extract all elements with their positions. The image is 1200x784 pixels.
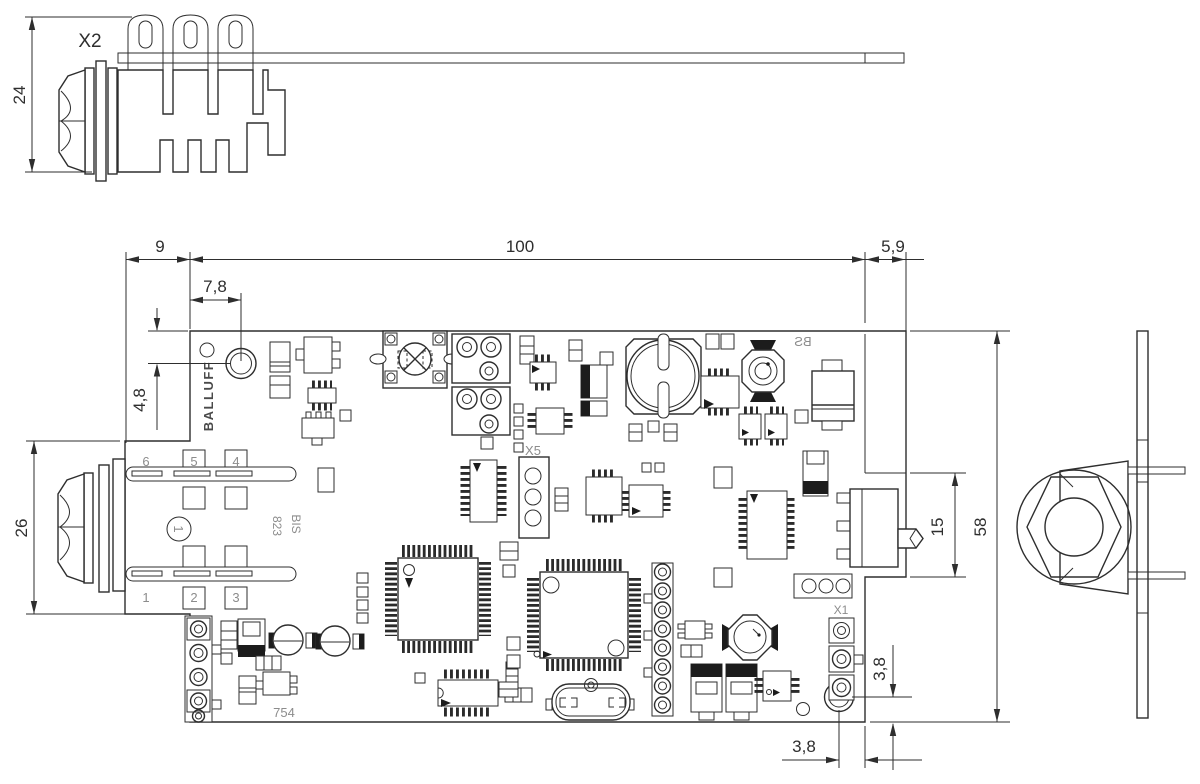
via-hole-2: [796, 702, 810, 716]
dim-label-5-9: 5,9: [881, 237, 905, 256]
connector-x1-label: X1: [834, 603, 849, 617]
trimmer-1: [268, 624, 318, 656]
dimension-3-8-horizontal: 3,8: [782, 710, 922, 768]
hex-connector-side: [1016, 460, 1132, 595]
dimension-4-8: 4,8: [130, 308, 230, 430]
side-view-connector-x2: 24 X2: [10, 14, 905, 182]
key-pin-number: 1: [171, 525, 186, 532]
front-connector: [57, 458, 126, 593]
main-board-view: 6 5 4 1 2 3 1 BALLUFF BIS 823 754 BS X5 …: [57, 330, 924, 723]
pad-strip-3: [793, 573, 853, 599]
qfn-pair: [738, 406, 788, 446]
solder-lugs: [127, 14, 254, 71]
connector-x5: [518, 456, 550, 539]
crystal-oscillator: [545, 678, 635, 721]
dimension-100: 100: [189, 237, 866, 329]
contact-slot-bottom: [125, 566, 297, 582]
svg-text:BS: BS: [794, 334, 812, 349]
pin-label-1: 1: [142, 590, 149, 605]
dim-label-100: 100: [506, 237, 534, 256]
soic8-e: [621, 484, 671, 518]
soic16-right: [738, 490, 795, 560]
sot-4pin: [677, 620, 713, 640]
dim-label-3-8-v: 3,8: [870, 657, 889, 681]
silk-823: 823: [270, 516, 284, 536]
pin-label-2: 2: [190, 590, 197, 605]
output-caps: [690, 663, 758, 721]
transformer-2: [722, 614, 778, 661]
right-side-view: [1016, 330, 1186, 719]
ic-mid: [585, 469, 623, 523]
pin-label-4: 4: [232, 454, 239, 469]
transformer-1: [741, 340, 785, 402]
qfp-chip-2: [527, 559, 641, 671]
relay-cross: [369, 330, 461, 389]
sot-regulator: [295, 336, 341, 374]
pcb-edge-right: [1137, 331, 1148, 718]
connector-barrel: [58, 60, 118, 182]
soic14-bottom: [437, 669, 499, 717]
connector-x1: [828, 617, 864, 701]
pin-label-6: 6: [142, 454, 149, 469]
dimension-7-8: 7,8: [190, 277, 242, 361]
brand-text: BALLUFF: [201, 361, 216, 431]
connector-pin-top: [1127, 466, 1186, 475]
electrolytic-capacitor: [625, 333, 702, 419]
components: [184, 330, 924, 723]
qfp-chip-1: [385, 545, 491, 653]
contact-block-1: [451, 333, 511, 384]
dimension-3-8-vertical: 3,8: [852, 645, 912, 770]
trimmer-2: [315, 625, 365, 657]
qfn8: [754, 670, 800, 702]
dimension-24: 24: [10, 16, 132, 173]
dim-label-7-8: 7,8: [203, 277, 227, 296]
tantalum-caps: [580, 364, 608, 417]
connector-pads: 6 5 4 1 2 3 1: [125, 449, 297, 610]
silk-754: 754: [273, 705, 295, 720]
key-pin-circle: [166, 516, 192, 542]
silk-bs-mirrored: BS: [794, 334, 812, 349]
connector-body: [117, 69, 286, 173]
pin-label-3: 3: [232, 590, 239, 605]
dimension-5-9: 5,9: [865, 237, 924, 471]
dim-label-4-8: 4,8: [130, 388, 149, 412]
dim-label-58: 58: [971, 518, 990, 537]
soic8-c: [527, 407, 573, 435]
connector-3pin-tab: [836, 488, 924, 568]
soic8-d: [700, 368, 740, 416]
dimension-58: 58: [870, 330, 1010, 723]
via-hole: [199, 342, 215, 358]
dimension-9: 9: [125, 237, 190, 443]
dim-label-15: 15: [928, 518, 947, 537]
pad-header-left: [184, 615, 222, 723]
connector-x2-label: X2: [78, 31, 101, 52]
cap-small-dark: [802, 450, 829, 497]
silk-bis: BIS: [289, 514, 303, 533]
dim-label-26: 26: [12, 519, 31, 538]
connector-x5-label: X5: [525, 443, 541, 458]
dimension-15: 15: [910, 472, 966, 578]
pad-header-right: [643, 562, 674, 717]
sot223: [301, 411, 335, 446]
soic8-b: [529, 354, 557, 391]
pin-label-5: 5: [190, 454, 197, 469]
sot23-bl: [255, 671, 298, 696]
contact-slot-top: [125, 466, 297, 482]
contact-block-2: [451, 386, 511, 436]
soic16-vertical: [460, 459, 507, 523]
dim-label-3-8-h: 3,8: [792, 737, 816, 756]
dim-label-24: 24: [10, 86, 29, 105]
soic8-a2: [307, 380, 337, 411]
dim-label-9: 9: [155, 237, 164, 256]
dimensions: 9 100 5,9 7,8: [12, 237, 1010, 770]
connector-pin-bottom: [1127, 571, 1186, 580]
cap-dark-bl: [237, 618, 266, 657]
dimension-26: 26: [12, 440, 140, 615]
pcb-edge-bar: [117, 52, 905, 64]
power-capacitor: [811, 359, 855, 431]
